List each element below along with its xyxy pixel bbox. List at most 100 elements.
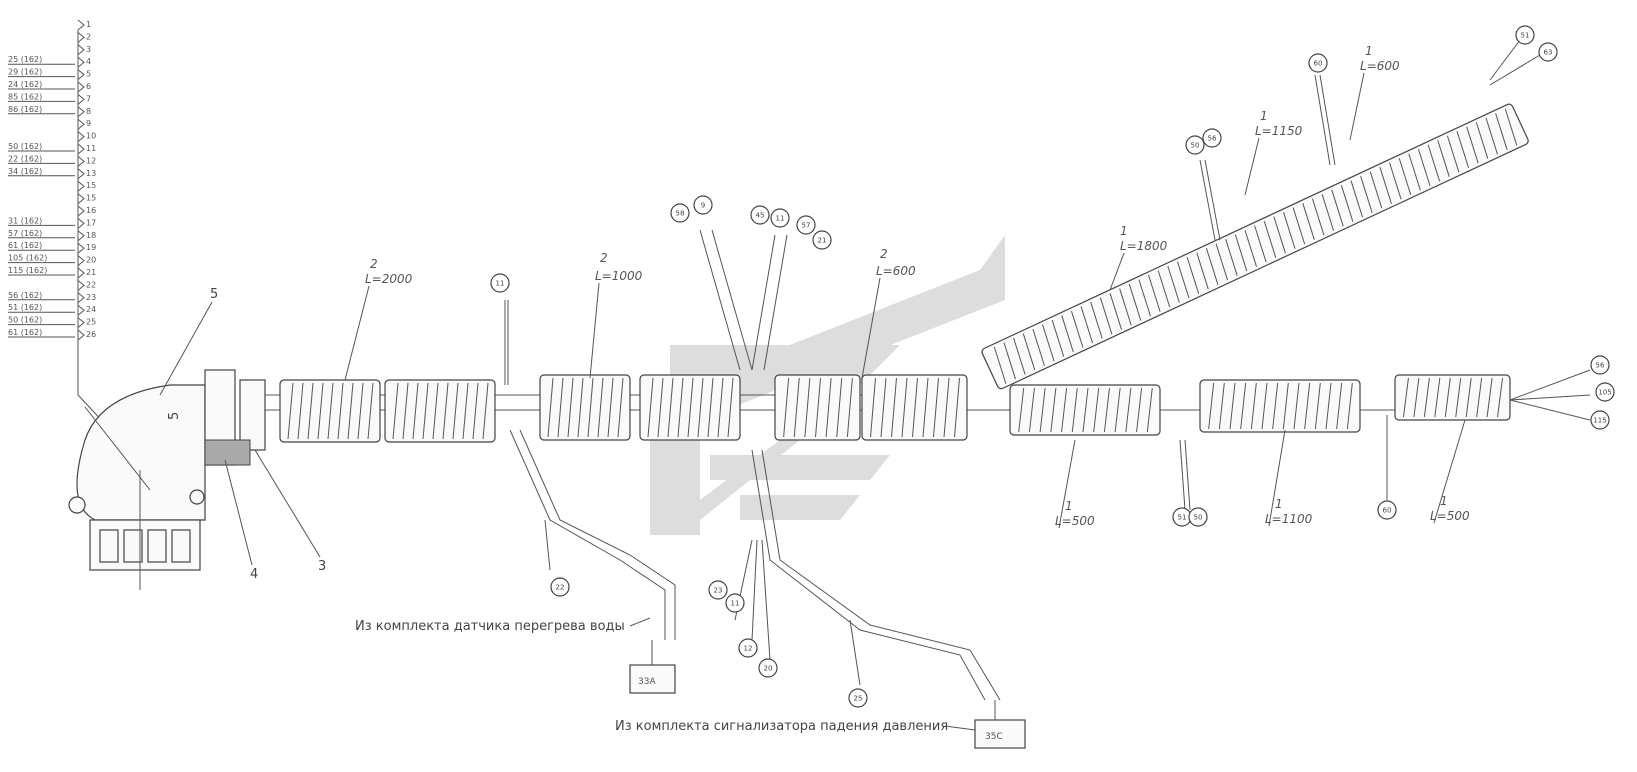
main-connector [68, 369, 266, 590]
callout-number: 56 [1208, 135, 1217, 143]
callout-bubble: 58 [670, 203, 690, 223]
callout-number: 23 [714, 587, 723, 595]
part-label-5a: 5 [210, 287, 218, 302]
pin-number: 1 [86, 20, 91, 29]
callout-bubble: 63 [1538, 42, 1558, 62]
pin-number: 10 [86, 132, 96, 141]
wire-row: 85 (162)7 [8, 92, 91, 105]
callout-number: 105 [1598, 389, 1611, 397]
wire-row: 51 (162) 24 [8, 303, 96, 316]
pin-number: 15 [86, 194, 96, 203]
pin-number: 20 [86, 256, 96, 265]
segment-label: 1L=500 [1430, 419, 1470, 524]
wire-row: 56 (162)23 [8, 291, 96, 304]
pin-number: 4 [86, 57, 91, 66]
callout-number: 51 [1178, 514, 1187, 522]
part-label-3: 3 [318, 559, 326, 574]
wire-row: 34 (162)13 [8, 167, 96, 180]
callout-bubble: 25 [848, 688, 868, 708]
tube-segment [539, 374, 631, 441]
callout-bubble: 50 [1188, 507, 1208, 527]
pin-number: 16 [86, 206, 96, 215]
note-water-sensor: Из комплекта датчика перегрева воды [355, 619, 625, 634]
tube-segment [639, 374, 741, 441]
wire-row: 50 (162)25 [8, 316, 96, 328]
segment-length: L=600 [1360, 59, 1400, 73]
callout-number: 50 [1194, 514, 1203, 522]
pin-number: 8 [86, 107, 91, 116]
callout-bubble: 11 [490, 273, 510, 293]
callout-bubble: 60 [1308, 53, 1328, 73]
wire-row: 22 (162)12 [8, 154, 96, 167]
pin-number: 11 [86, 144, 96, 153]
callout-number: 60 [1383, 507, 1392, 515]
segment-length: L=1100 [1265, 512, 1313, 526]
water-sensor-plug [629, 640, 676, 694]
callout-number: 115 [1593, 417, 1606, 425]
wire-label: 61 (162) [8, 328, 42, 337]
callout-bubble: 9 [693, 195, 713, 215]
pin-number: 3 [86, 45, 91, 54]
callout-bubble: 22 [550, 577, 570, 597]
wire-label: 115 (162) [8, 266, 47, 275]
tube-segment [1199, 379, 1361, 433]
callout-bubble: 20 [758, 658, 778, 678]
segment-label: 1L=500 [1055, 439, 1095, 529]
pin-number: 7 [86, 94, 91, 103]
tube-segment [384, 379, 496, 443]
wire-label: 57 (162) [8, 229, 42, 238]
callout-number: 63 [1544, 49, 1553, 57]
segment-number: 1 [1440, 494, 1448, 508]
segment-label: 1L=1800 [1109, 224, 1168, 291]
segment-number: 1 [1275, 497, 1283, 511]
part-label-5b: 5 [167, 412, 182, 420]
segment-number: 1 [1065, 499, 1073, 513]
callout-bubble: 115 [1590, 410, 1610, 430]
wire-row: 31 (162)17 [8, 216, 96, 229]
callout-bubble: 51 [1172, 507, 1192, 527]
pin-number: 23 [86, 293, 96, 302]
callout-number: 58 [676, 210, 685, 218]
callout-number: 50 [1191, 142, 1200, 150]
wire-row: 15 [77, 180, 96, 192]
tube-segment [861, 374, 968, 441]
segment-number: 1 [1120, 224, 1128, 238]
wire-row: 61 (162) 26 [8, 328, 96, 341]
wire-row: 25 (162)4 [8, 55, 91, 68]
pin-number: 22 [86, 280, 96, 289]
segment-length: L=1000 [595, 269, 643, 283]
callout-bubble: 57 [796, 215, 816, 235]
segment-label: 1L=600 [1349, 44, 1400, 141]
wire-row: 1 [77, 19, 91, 31]
callout-bubble: 51 [1515, 25, 1535, 45]
pin-number: 26 [86, 330, 96, 339]
callout-bubble: 21 [812, 230, 832, 250]
wire-label: 51 (162) [8, 303, 42, 312]
pin-number: 2 [86, 32, 91, 41]
callout-bubble: 56 [1590, 355, 1610, 375]
callout-number: 22 [556, 584, 565, 592]
callout-bubble: 12 [738, 638, 758, 658]
callout-bubble: 60 [1377, 500, 1397, 520]
callout-number: 11 [731, 600, 740, 608]
pin-number: 15 [86, 181, 96, 190]
callout-number: 60 [1314, 60, 1323, 68]
segment-label: 1L=1150 [1244, 109, 1303, 196]
wire-row: 3 [77, 44, 91, 56]
pin-number: 24 [86, 305, 96, 314]
pin-number: 17 [86, 218, 96, 227]
wire-row: 15 [77, 193, 96, 204]
wire-row: 29 (162)5 [8, 68, 91, 80]
segment-labels: 2L=20002L=10002L=6001L=18001L=11501L=600… [344, 44, 1470, 529]
segment-label: 2L=1000 [589, 251, 643, 379]
segment-number: 1 [1365, 44, 1373, 58]
part-label-4: 4 [250, 567, 258, 582]
pin-number: 13 [86, 169, 96, 178]
tube-segment [1394, 374, 1511, 421]
callout-number: 51 [1521, 32, 1530, 40]
pin-number: 19 [86, 243, 96, 252]
